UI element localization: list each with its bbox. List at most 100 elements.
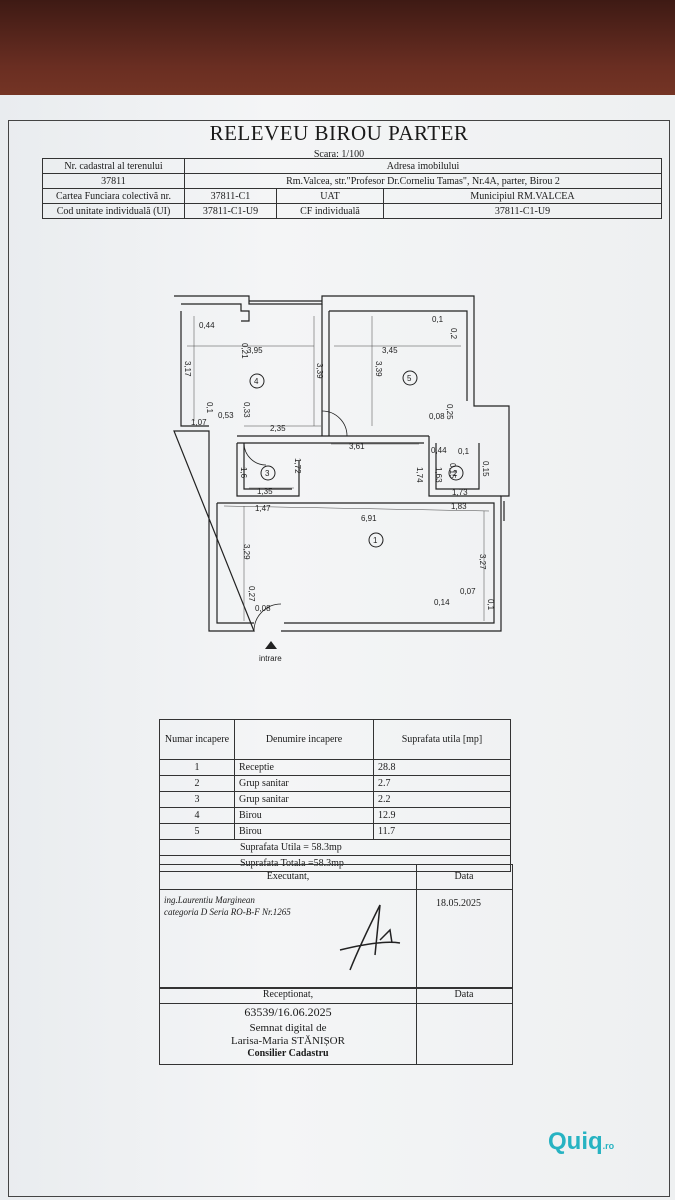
receptionat-box: Receptionat, Data 63539/16.06.2025 Semna… <box>159 988 513 1065</box>
dim-label: 0,44 <box>199 321 215 330</box>
row-name: Birou <box>234 823 374 840</box>
executant-name: ing.Laurentiu Marginean <box>164 895 255 905</box>
executant-label: Executant, <box>160 865 417 890</box>
plan-walls <box>173 295 510 632</box>
dim-label: 3,61 <box>349 442 365 451</box>
executant-date: 18.05.2025 <box>436 898 481 909</box>
dim-label: 1,47 <box>255 504 271 513</box>
dim-label: 0,53 <box>218 411 234 420</box>
dim-label: 0,2 <box>449 328 458 340</box>
row-nr: 3 <box>159 791 235 808</box>
row-name: Grup sanitar <box>234 791 374 808</box>
table-row: 1 Receptie 28.8 <box>159 759 511 776</box>
room-2-circle <box>448 465 464 481</box>
dim-label: 0,15 <box>481 461 490 477</box>
dim-label: 3,39 <box>374 361 383 377</box>
col-nr-header: Numar incapere <box>159 719 235 760</box>
document-frame: RELEVEU BIROU PARTER Scara: 1/100 Nr. ca… <box>8 120 670 1197</box>
row-nr: 4 <box>159 807 235 824</box>
watermark-brand: Quiq <box>548 1128 603 1155</box>
receptionat-signer-role: Consilier Cadastru <box>247 1048 329 1059</box>
room-2-number: 2 <box>453 469 458 478</box>
row-nr: 2 <box>159 775 235 792</box>
dim-label: 3,29 <box>242 544 251 560</box>
watermark-suffix: .ro <box>602 1141 615 1151</box>
property-header-table: Nr. cadastral al terenului Adresa imobil… <box>42 158 662 219</box>
receptionat-signed-line: Semnat digital de <box>249 1022 327 1034</box>
row-area: 2.7 <box>373 775 511 792</box>
row-name: Grup sanitar <box>234 775 374 792</box>
dim-label: 0,15 <box>448 463 457 479</box>
dim-label: 2,35 <box>270 424 286 433</box>
executant-signature <box>339 904 401 971</box>
entrance-arrow-icon <box>265 641 277 649</box>
dim-label: 1,35 <box>257 487 273 496</box>
dim-label: 1,07 <box>191 418 207 427</box>
room-number-markers: 4 5 3 2 1 <box>249 370 464 548</box>
room-4-circle <box>249 373 265 389</box>
dim-label: 3,39 <box>315 363 324 379</box>
dim-label: 0,27 <box>247 586 256 602</box>
col-name-header: Denumire incapere <box>234 719 374 760</box>
table-row: 5 Birou 11.7 <box>159 823 511 840</box>
dim-label: 3,27 <box>478 554 487 570</box>
document-title: RELEVEU BIROU PARTER <box>209 121 469 145</box>
row-area: 11.7 <box>373 823 511 840</box>
dim-label: 0,25 <box>445 404 454 420</box>
table-row: 2 Grup sanitar 2.7 <box>159 775 511 792</box>
dim-label: 0,14 <box>434 598 450 607</box>
dim-label: 0,21 <box>240 343 249 359</box>
receptionat-number: 63539/16.06.2025 <box>244 1005 332 1019</box>
plan-doors <box>243 410 348 632</box>
dim-label: 1,74 <box>415 467 424 483</box>
total-utila: Suprafata Utila = 58.3mp <box>159 839 511 856</box>
room-5-number: 5 <box>407 374 412 383</box>
dimension-labels: 0,44 0,21 3,95 3,17 3,39 0,1 0,33 0,53 1… <box>183 315 495 613</box>
dim-label: 0,1 <box>486 599 495 611</box>
dim-label: 0,1 <box>458 447 470 456</box>
dim-label: 0,44 <box>431 446 447 455</box>
row-area: 12.9 <box>373 807 511 824</box>
col-area-header: Suprafata utila [mp] <box>373 719 511 760</box>
dim-label: 3,45 <box>382 346 398 355</box>
dim-label: 0,08 <box>255 604 271 613</box>
row-nr: 5 <box>159 823 235 840</box>
wooden-table-background <box>0 0 675 112</box>
room-1-circle <box>368 532 384 548</box>
quiq-watermark-logo: Quiq.ro <box>548 1128 614 1156</box>
row-name: Receptie <box>234 759 374 776</box>
dim-label: 1,72 <box>293 458 302 474</box>
total-totala: Suprafata Totala =58.3mp <box>159 855 511 872</box>
row-area: 2.2 <box>373 791 511 808</box>
executant-box: Executant, Data 18.05.2025 ing.Laurentiu… <box>159 864 513 988</box>
rooms-table: Numar incapere Denumire incapere Suprafa… <box>159 719 511 872</box>
room-3-circle <box>260 465 276 481</box>
dim-label: 1,73 <box>452 488 468 497</box>
dim-label: 3,95 <box>247 346 263 355</box>
room-1-number: 1 <box>373 536 378 545</box>
receptionat-signer-name: Larisa-Maria STĂNIȘOR <box>231 1035 345 1047</box>
dim-label: 6,91 <box>361 514 377 523</box>
entrance-label: intrare <box>259 654 282 663</box>
dim-label: 1,83 <box>451 502 467 511</box>
receptionat-label: Receptionat, <box>160 989 417 1004</box>
executant-date-label: Data <box>416 865 512 890</box>
row-nr: 1 <box>159 759 235 776</box>
room-3-number: 3 <box>265 469 270 478</box>
dim-label: 1,6 <box>239 467 248 479</box>
cf-individuala-value: 37811-C1-U9 <box>383 203 662 219</box>
executant-category: categoria D Seria RO-B-F Nr.1265 <box>164 907 291 917</box>
dim-label: 0,33 <box>242 402 251 418</box>
table-row: 4 Birou 12.9 <box>159 807 511 824</box>
receptionat-date-label: Data <box>416 989 512 1004</box>
paper-sheet <box>0 95 675 1200</box>
table-row: 3 Grup sanitar 2.2 <box>159 791 511 808</box>
dim-label: 0,08 <box>429 412 445 421</box>
dimension-lines <box>187 316 490 621</box>
dim-label: 0,1 <box>432 315 444 324</box>
row-area: 28.8 <box>373 759 511 776</box>
floor-plan: intrare 4 5 3 2 1 <box>173 295 510 663</box>
document-scale: Scara: 1/100 <box>313 149 365 160</box>
dim-label: 0,1 <box>205 402 214 414</box>
dim-label: 1,63 <box>434 467 443 483</box>
